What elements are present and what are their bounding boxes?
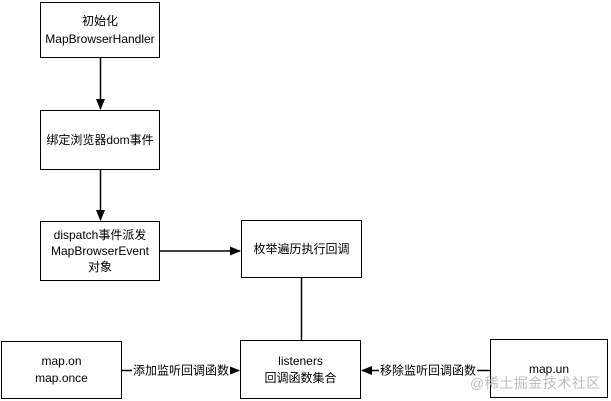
node-label-line: map.on — [41, 354, 82, 368]
node-label-line: MapBrowserHandler — [45, 32, 155, 46]
node-bind-browser-dom-events: 绑定浏览器dom事件 — [40, 110, 160, 170]
node-label-line: map.un — [528, 361, 570, 376]
node-label-line: 对象 — [87, 260, 112, 274]
edge-label-remove-listener: 移除监听回调函数 — [378, 361, 478, 379]
node-label-line: map.once — [35, 371, 88, 385]
node-dispatch-mapbrowserevent: dispatch事件派发 MapBrowserEvent 对象 — [40, 221, 160, 281]
node-label-line: 初始化 — [81, 14, 118, 28]
node-init-mapbrowserhandler: 初始化 MapBrowserHandler — [40, 2, 160, 58]
node-map-un: map.un — [490, 339, 608, 398]
node-label-line: dispatch事件派发 — [53, 228, 147, 242]
node-label-line: 绑定浏览器dom事件 — [46, 133, 154, 147]
node-map-on-once: map.on map.once — [1, 341, 122, 399]
node-label-line: 枚举遍历执行回调 — [253, 242, 350, 256]
node-enumerate-execute-callbacks: 枚举遍历执行回调 — [241, 220, 362, 278]
node-label-line: listeners — [278, 353, 323, 368]
node-listeners-collection: listeners 回调函数集合 — [240, 340, 361, 399]
node-label-line: MapBrowserEvent — [50, 244, 150, 258]
node-label-line: 回调函数集合 — [264, 370, 337, 385]
edge-label-add-listener: 添加监听回调函数 — [131, 361, 231, 379]
